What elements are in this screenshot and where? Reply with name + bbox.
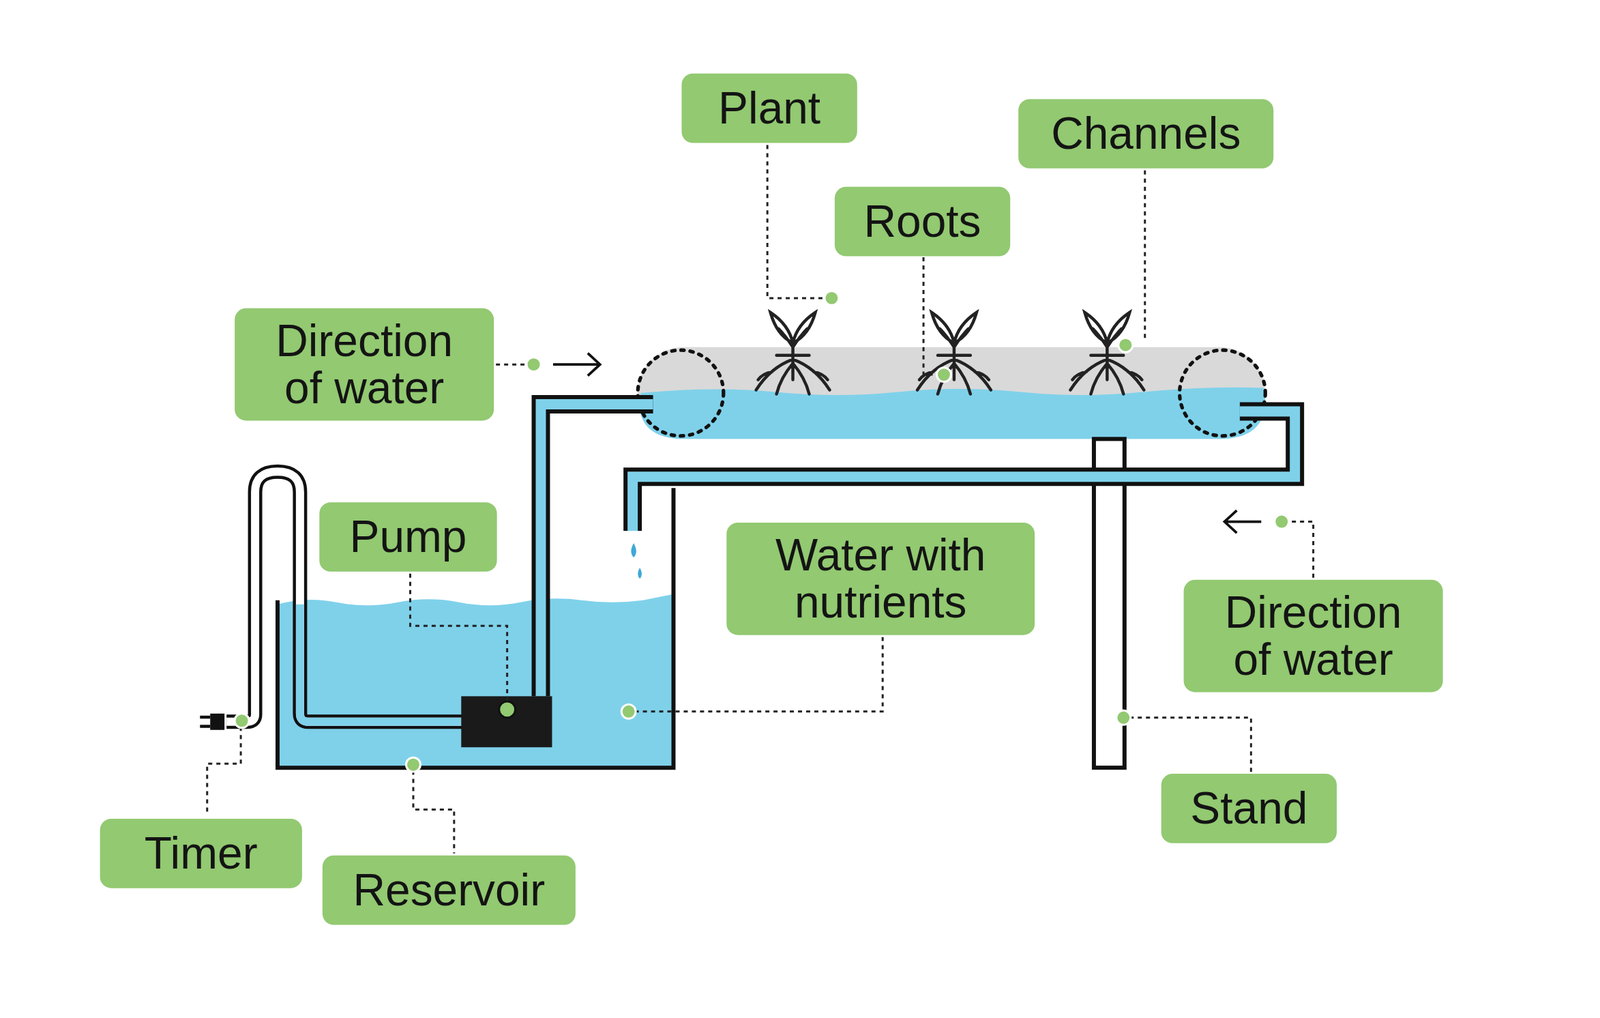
label-text: Plant <box>718 84 821 132</box>
flow-label: Direction of water <box>234 308 494 421</box>
label-text: Direction of water <box>262 317 467 412</box>
stand-label: Stand <box>1161 773 1337 843</box>
label-text: Roots <box>864 197 982 245</box>
reservoir-label: Reservoir <box>322 855 576 925</box>
label-text: Water with nutrients <box>746 531 1015 626</box>
label-text: Stand <box>1190 784 1308 832</box>
plant-drawing <box>917 312 991 395</box>
roots-label: Roots <box>834 186 1011 257</box>
plant-label: Plant <box>681 73 857 144</box>
timer-label: Timer <box>100 818 303 888</box>
plant-drawing <box>756 312 831 395</box>
pump-label: Pump <box>319 501 497 572</box>
channels-label: Channels <box>1018 98 1274 169</box>
label-text: Pump <box>349 512 467 560</box>
flow-label: Direction of water <box>1183 579 1444 693</box>
water-label: Water with nutrients <box>726 522 1035 635</box>
plant-drawing <box>1070 312 1145 395</box>
label-text: Channels <box>1050 109 1241 157</box>
label-text: Reservoir <box>352 866 545 914</box>
label-text: Direction of water <box>1211 588 1416 683</box>
label-text: Timer <box>144 829 258 877</box>
